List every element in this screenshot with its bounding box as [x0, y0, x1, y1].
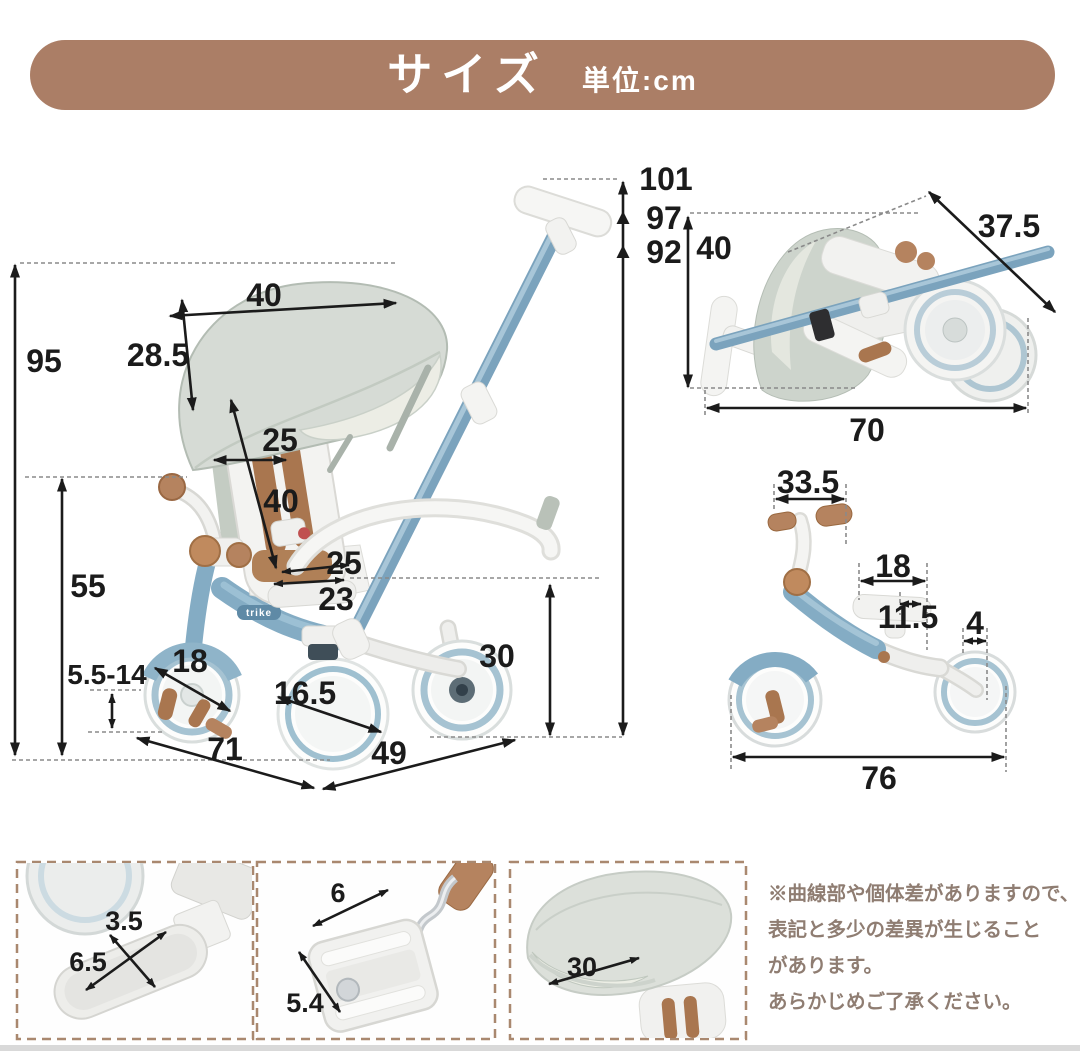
note-line-3: があります。	[768, 955, 884, 977]
dim-footboard-range: 5.5-14	[67, 659, 147, 690]
banner-unit-label: 単位:cm	[581, 65, 698, 96]
push-handle-grip	[513, 185, 613, 255]
trike-canopy	[178, 281, 449, 473]
balance-bike-figure	[727, 503, 1017, 748]
bottom-edge-strip	[0, 1045, 1080, 1051]
frame-logo-text: trike	[246, 608, 272, 619]
bike-frame	[783, 582, 984, 698]
push-pole	[332, 217, 568, 660]
dim-base-front: 71	[207, 731, 243, 767]
dim-seat-height: 55	[70, 568, 106, 604]
dim-seat-depth: 25	[326, 545, 362, 581]
dim-base-rear: 49	[371, 735, 407, 771]
dim-folded-length: 70	[849, 412, 885, 448]
detail-box-footrest: 3.5 6.5	[15, 860, 255, 1041]
dim-bike-total-length: 76	[861, 760, 897, 796]
dim-canopy-depth: 28.5	[127, 337, 189, 373]
disclaimer-note: ※曲線部や個体差がありますので、 表記と多少の差異が生じること があります。 あ…	[768, 876, 1080, 1020]
dim-bike-seat-length: 18	[875, 548, 911, 584]
note-line-4: あらかじめご了承ください。	[768, 991, 1022, 1013]
trike-dimension-annotations: 101 97 92 95 40 28.5 25 40 25 23 55 5.5-…	[10, 161, 693, 791]
dim-folded-depth: 37.5	[978, 208, 1040, 244]
dim-rear-wheel-height: 30	[479, 638, 515, 674]
dim-height-total: 101	[639, 161, 692, 197]
bike-dimension-annotations: 33.5 18 11.5 4 76	[730, 464, 1007, 796]
dim-bike-seat-slide: 11.5	[878, 599, 939, 635]
folded-grip	[895, 241, 917, 263]
push-tricycle-figure: trike	[142, 185, 613, 771]
dim-height-handle-low: 92	[646, 234, 682, 270]
frame-logo-plate	[237, 605, 281, 620]
folded-dimension-annotations: 37.5 40 70	[683, 190, 1057, 448]
guard-rail	[286, 495, 561, 576]
bike-handlebar	[767, 503, 853, 596]
dim-footrest-length: 6.5	[69, 947, 107, 977]
dim-canopy-width: 40	[246, 277, 282, 313]
bike-fender	[728, 652, 819, 687]
dim-backrest-length: 40	[263, 483, 299, 519]
dim-footrest-width: 3.5	[105, 906, 143, 936]
folded-stacked-wheels	[903, 278, 1038, 403]
dim-folded-height: 40	[696, 230, 732, 266]
size-banner: サイズ 単位:cm	[30, 40, 1055, 110]
banner-title: サイズ	[387, 49, 548, 100]
child-handlebar	[158, 473, 252, 568]
detail-box-canopy: 30	[508, 860, 748, 1041]
dim-canopy-opening: 30	[567, 952, 597, 982]
dim-height-canopy: 95	[26, 343, 62, 379]
dim-center-wheel: 16.5	[274, 675, 336, 711]
dim-height-handle-mid: 97	[646, 200, 682, 236]
note-line-2: 表記と多少の差異が生じること	[768, 919, 1042, 941]
note-line-1: ※曲線部や個体差がありますので、	[768, 883, 1080, 905]
dim-pedal-width: 6	[330, 878, 345, 908]
detail-box-pedal: 6 5.4	[255, 860, 497, 1041]
dim-front-wheel: 18	[172, 643, 208, 679]
dim-backrest-width: 25	[262, 422, 298, 458]
dim-bike-handle-width: 33.5	[777, 464, 839, 500]
dim-bike-rear-width: 4	[966, 605, 984, 641]
front-fender	[142, 642, 242, 682]
bike-front-wheel	[727, 652, 823, 748]
dim-seat-depth-inner: 23	[318, 581, 354, 617]
child-grip	[158, 473, 186, 501]
dim-pedal-depth: 5.4	[286, 988, 324, 1018]
